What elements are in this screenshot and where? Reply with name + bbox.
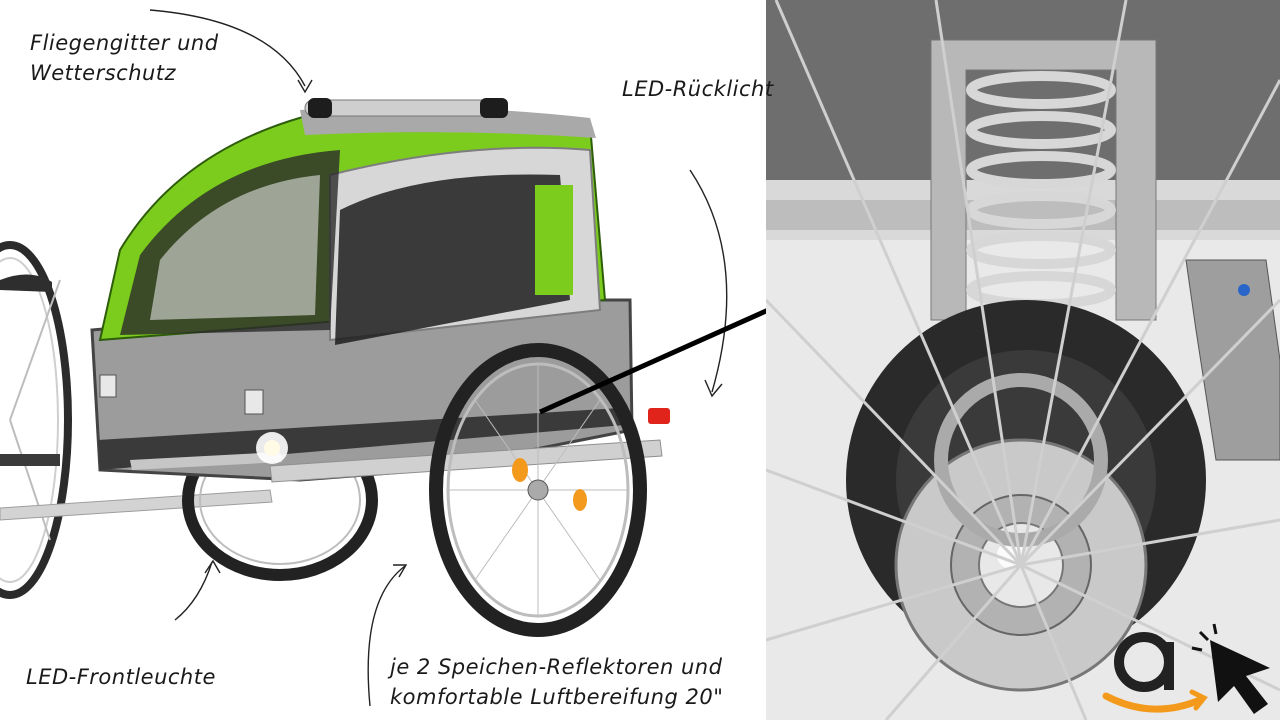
caption-fliegengitter-line1: Fliegengitter und — [30, 31, 219, 55]
amazon-a-icon — [1102, 632, 1208, 713]
caption-led-ruecklicht: LED-Rücklicht — [622, 77, 774, 101]
arrow-ruecklicht — [689, 169, 728, 393]
wheel-spokes — [766, 0, 1280, 720]
caption-reflektoren: je 2 Speichen-Reflektoren und komfortabl… — [390, 652, 723, 712]
caption-fliegengitter: Fliegengitter und Wetterschutz — [30, 28, 219, 88]
amazon-logo[interactable] — [1092, 618, 1280, 720]
tow-bar — [0, 489, 273, 521]
suspension-spring — [966, 71, 1116, 309]
arrow-frontleuchte — [174, 561, 213, 621]
detail-pointer-arrow — [538, 308, 766, 415]
bicycle-trailer-illustration — [0, 9, 766, 707]
arrow-reflektoren — [367, 565, 406, 707]
trailer-frame — [130, 439, 663, 483]
arrow-fliegengitter — [149, 9, 306, 87]
wheel-hub-detail — [766, 0, 1280, 720]
led-rear-light — [648, 408, 670, 424]
trailer-body — [90, 98, 634, 482]
caption-fliegengitter-line2: Wetterschutz — [30, 61, 177, 85]
caption-reflektoren-line1: je 2 Speichen-Reflektoren und — [390, 655, 723, 679]
led-front-light — [256, 432, 288, 464]
caption-led-frontleuchte: LED-Frontleuchte — [26, 665, 216, 689]
detail-photo-suspension — [766, 0, 1280, 720]
caption-reflektoren-line2: komfortable Luftbereifung 20" — [390, 685, 724, 709]
trailer-wheel-front — [429, 343, 647, 637]
mouse-pointer-icon — [1191, 623, 1270, 714]
towing-bicycle — [0, 241, 72, 599]
annotation-arrows — [149, 9, 728, 707]
product-photo-trailer — [0, 9, 766, 707]
